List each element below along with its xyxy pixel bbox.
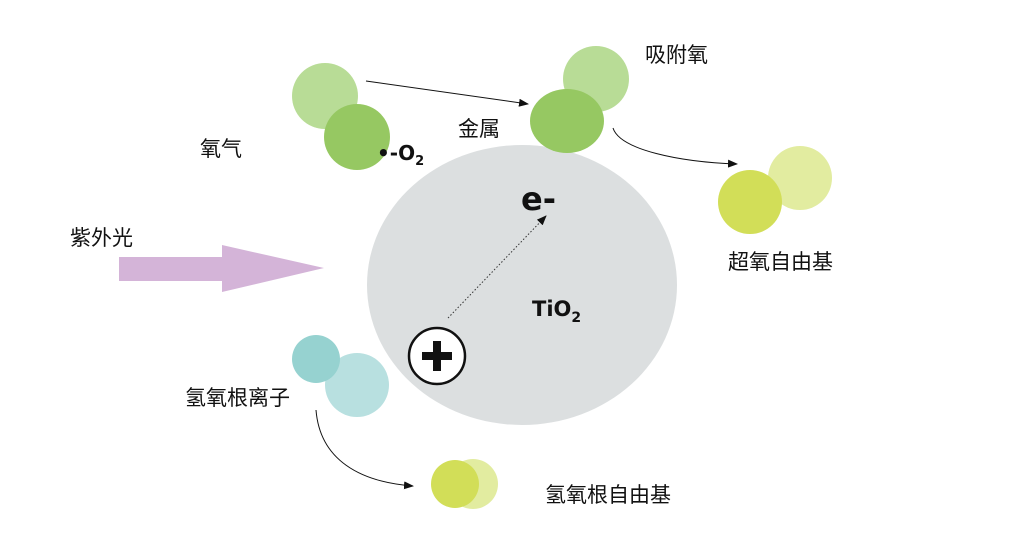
superoxide-atom-yellow [718,170,782,234]
adsorbed-oxygen-label: 吸附氧 [645,43,708,67]
uv-light-label: 紫外光 [70,226,133,250]
hydroxide-ion-label: 氢氧根离子 [185,386,290,410]
hole-plus-icon [407,326,467,386]
oxygen-label: 氧气 [200,137,242,161]
metal-label: 金属 [458,117,500,141]
superoxide-ion-label: •-O2 [377,141,424,169]
metal-atom [530,89,604,153]
hydroxide-atom-light [325,353,389,417]
hydroxyl-atom-yellow [431,460,479,508]
hydroxyl-arrow [315,409,414,490]
electron-excitation-arrow [447,215,547,319]
superoxide-atom-pale [768,146,832,210]
oxygen-atom-dark [324,104,390,170]
hydroxyl-radical-label: 氢氧根自由基 [545,483,671,507]
tio2-label: TiO2 [532,297,581,326]
hydroxide-atom-teal [292,335,340,383]
adsorption-arrow [365,80,529,107]
electron-label: e- [521,180,556,218]
uv-arrow [119,245,324,292]
superoxide-radical-label: 超氧自由基 [728,250,833,274]
superoxide-arrow [612,127,738,168]
